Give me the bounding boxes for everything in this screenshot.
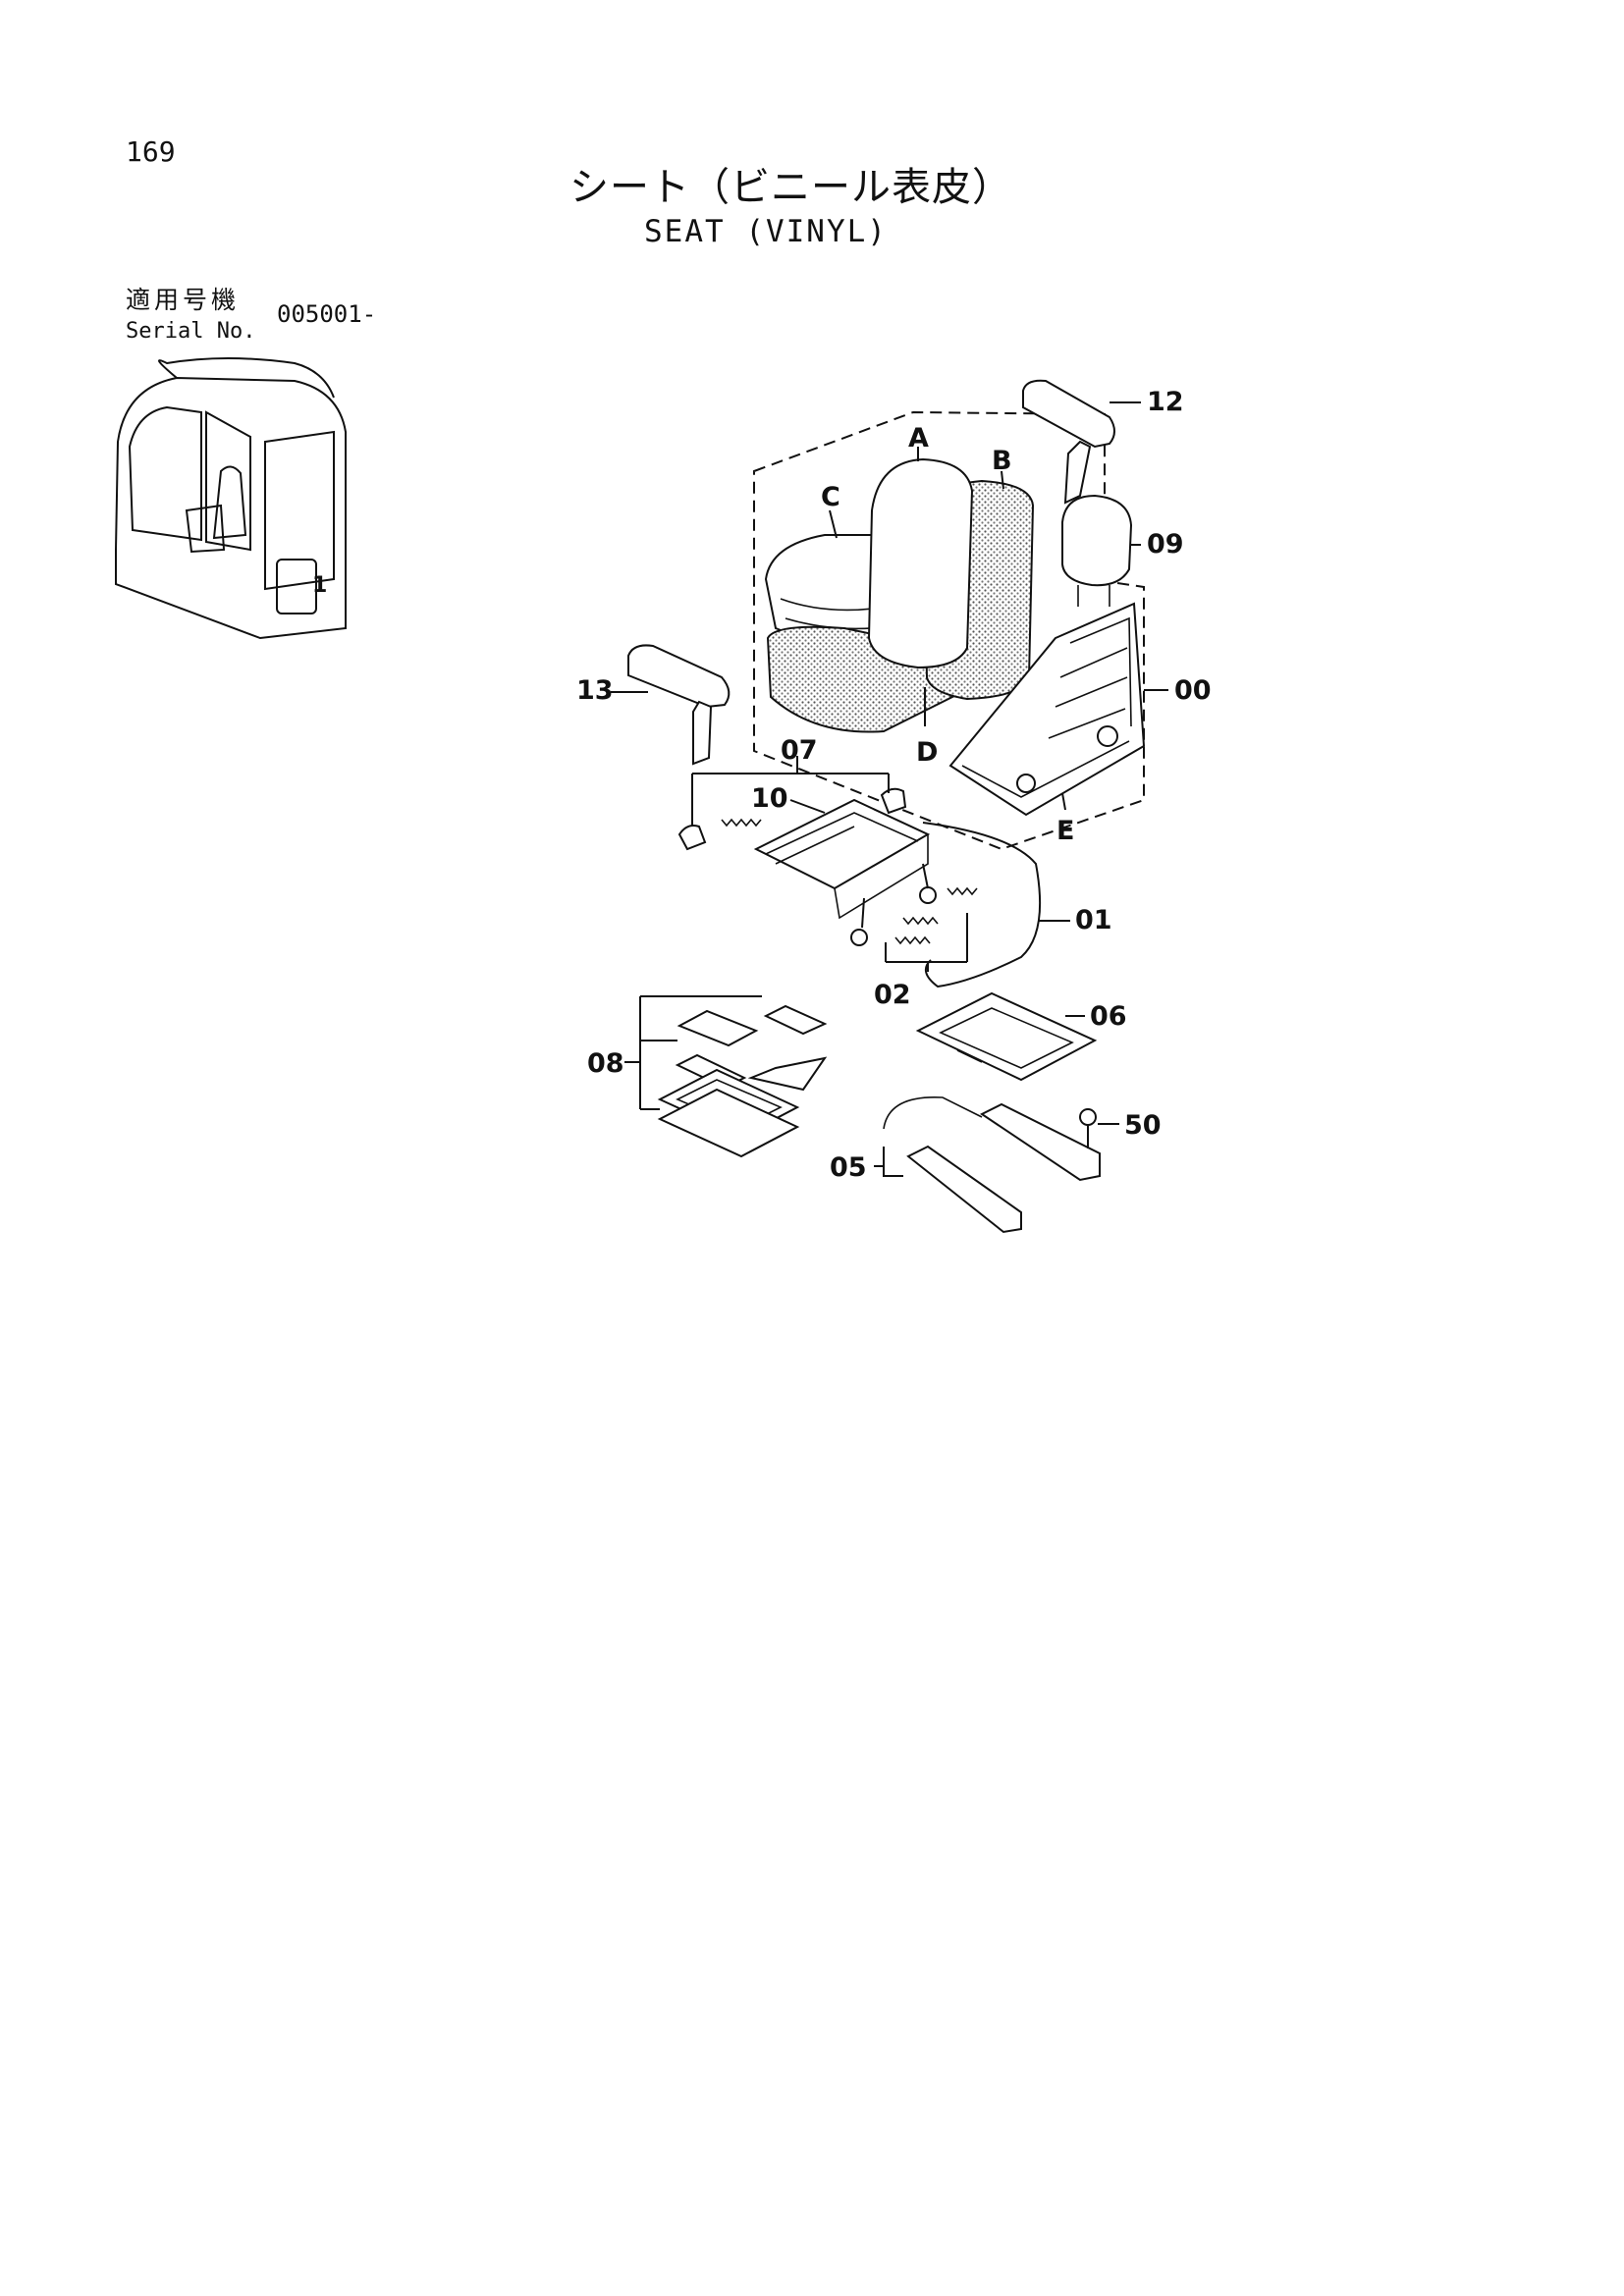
bracket-07-right (880, 787, 907, 815)
callout-09: 09 (1147, 529, 1184, 560)
bracket-07-left (677, 825, 707, 851)
leader-10 (789, 799, 826, 814)
serial-number-value: 005001- (277, 300, 377, 328)
headrest-09 (1061, 494, 1133, 607)
rail-set-08 (657, 1004, 828, 1158)
armrest-13 (627, 644, 731, 766)
callout-07: 07 (781, 735, 818, 766)
cab-location-thumbnail: 1 (115, 357, 347, 640)
callout-b: B (992, 446, 1012, 476)
svg-text:1: 1 (312, 573, 327, 598)
callout-50: 50 (1124, 1110, 1162, 1141)
slide-rail-set-05 (883, 1095, 1101, 1234)
seat-assembly-outline (753, 410, 1145, 851)
callout-d: D (916, 737, 938, 768)
cable-01 (922, 822, 1042, 988)
page-number: 169 (126, 135, 176, 168)
leader-02 (885, 913, 968, 972)
callout-08: 08 (587, 1048, 624, 1079)
spring (947, 886, 978, 896)
seat-frame-e (948, 602, 1146, 817)
callout-e: E (1056, 816, 1074, 846)
callout-c: C (821, 482, 840, 512)
callout-13: 13 (576, 675, 614, 706)
page-title-english: SEAT (VINYL) (644, 214, 888, 249)
spring (894, 935, 931, 945)
slide-mechanism-10 (753, 798, 937, 946)
leader-08 (624, 995, 762, 1110)
leader-b (1001, 470, 1004, 490)
spring (902, 916, 939, 926)
callout-10: 10 (751, 783, 788, 814)
callout-01: 01 (1075, 905, 1112, 935)
callout-02: 02 (874, 980, 911, 1010)
leader-05 (874, 1147, 903, 1177)
callout-12: 12 (1147, 387, 1184, 417)
serial-label-english: Serial No. (126, 319, 256, 344)
leader-c (829, 509, 838, 539)
spring (721, 818, 762, 828)
base-plate-06 (915, 991, 1098, 1082)
seat-backrest-a (867, 457, 974, 669)
callout-a: A (908, 423, 929, 454)
callout-06: 06 (1090, 1001, 1127, 1032)
armrest-12 (1022, 379, 1115, 505)
leader-07 (691, 756, 890, 827)
serial-label-japanese: 適用号機 (126, 286, 241, 314)
callout-00: 00 (1174, 675, 1212, 706)
callout-05: 05 (830, 1152, 867, 1183)
leader-e (1061, 792, 1066, 811)
page-title-japanese: シート（ビニール表皮） (569, 165, 1012, 210)
bolt-50 (1079, 1108, 1097, 1148)
